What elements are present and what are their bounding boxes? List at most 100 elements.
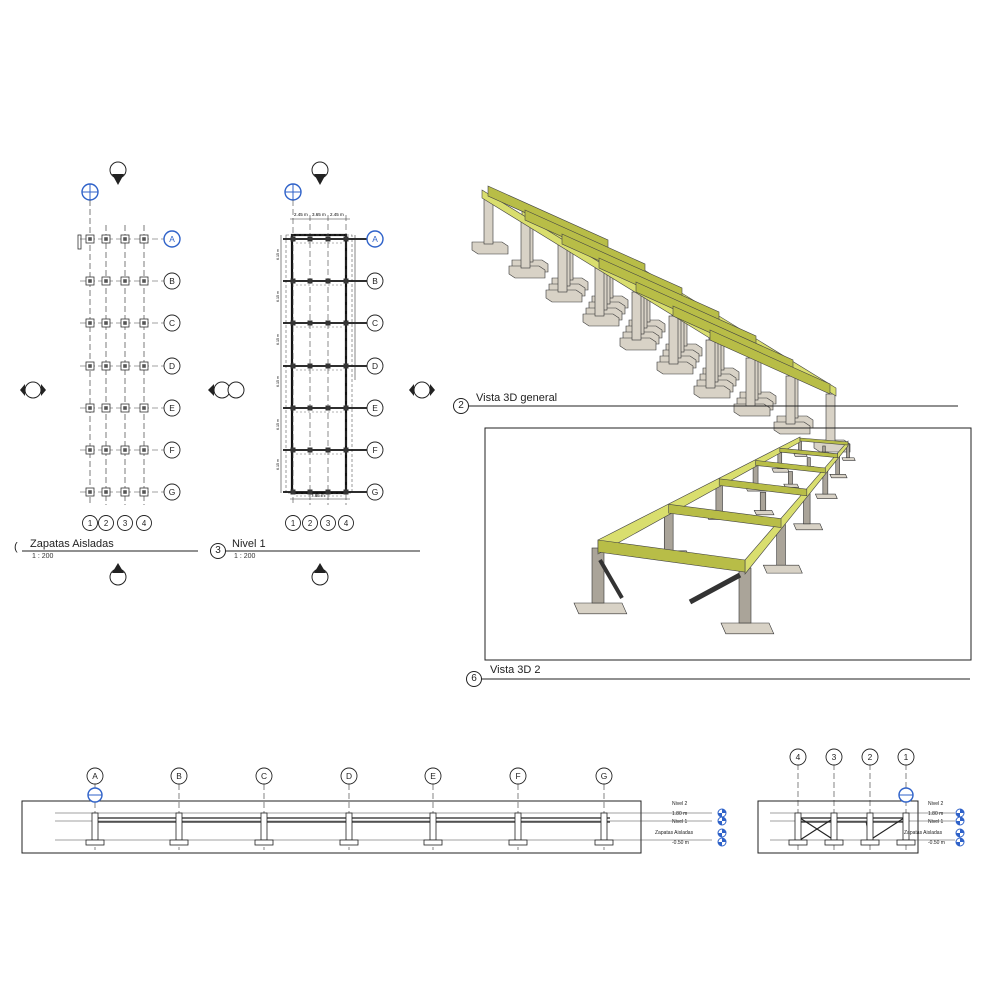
- footing-marker[interactable]: [139, 361, 149, 371]
- brace-3d[interactable]: [688, 572, 742, 605]
- footing-3d[interactable]: [619, 337, 657, 351]
- grid-bubble-b[interactable]: B: [366, 272, 384, 290]
- footing-marker[interactable]: [85, 487, 95, 497]
- column-elev[interactable]: [600, 812, 608, 841]
- footing-marker[interactable]: [120, 361, 130, 371]
- footing-elev[interactable]: [254, 839, 274, 846]
- cross-beam-3d[interactable]: [709, 329, 831, 395]
- footing-3d[interactable]: [733, 403, 771, 417]
- column-3d[interactable]: [594, 267, 605, 317]
- grid-bubble-elev-col-4[interactable]: 4: [789, 748, 807, 766]
- cross-beam-3d[interactable]: [755, 460, 826, 474]
- grid-bubble-elev-a[interactable]: A: [86, 767, 104, 785]
- column-3d[interactable]: [705, 339, 716, 389]
- grid-bubble-col-4[interactable]: 4: [338, 515, 354, 531]
- grid-bubble-e[interactable]: E: [163, 399, 181, 417]
- footing-marker[interactable]: [85, 361, 95, 371]
- grid-bubble-d[interactable]: D: [163, 357, 181, 375]
- column-elev[interactable]: [866, 812, 874, 841]
- column-elev[interactable]: [429, 812, 437, 841]
- grid-bubble-a[interactable]: A: [163, 230, 181, 248]
- elevation-marker-bottom[interactable]: [311, 563, 329, 586]
- grid-bubble-d[interactable]: D: [366, 357, 384, 375]
- grid-bubble-col-3[interactable]: 3: [117, 515, 133, 531]
- footing-elev[interactable]: [85, 839, 105, 846]
- column-3d[interactable]: [520, 219, 531, 269]
- grid-bubble-g[interactable]: G: [163, 483, 181, 501]
- column-elev[interactable]: [345, 812, 353, 841]
- grid-bubble-elev-c[interactable]: C: [255, 767, 273, 785]
- grid-bubble-a[interactable]: A: [366, 230, 384, 248]
- grid-bubble-col-2[interactable]: 2: [302, 515, 318, 531]
- level-head-icon[interactable]: [955, 837, 965, 847]
- footing-3d[interactable]: [814, 493, 838, 499]
- column-3d[interactable]: [759, 492, 767, 511]
- grid-bubble-col-2[interactable]: 2: [98, 515, 114, 531]
- column-3d[interactable]: [738, 567, 752, 624]
- grid-bubble-col-3[interactable]: 3: [320, 515, 336, 531]
- grid-bubble-b[interactable]: B: [163, 272, 181, 290]
- grid-bubble-c[interactable]: C: [366, 314, 384, 332]
- footing-elev[interactable]: [788, 839, 808, 846]
- column-3d[interactable]: [806, 457, 811, 467]
- footing-marker[interactable]: [101, 318, 111, 328]
- footing-3d[interactable]: [545, 289, 583, 303]
- footing-marker[interactable]: [120, 234, 130, 244]
- footing-marker[interactable]: [120, 318, 130, 328]
- selected-grid-tag-icon[interactable]: [87, 787, 103, 803]
- elevation-marker-right[interactable]: [409, 381, 435, 399]
- footing-marker[interactable]: [139, 403, 149, 413]
- column-marker[interactable]: [325, 489, 331, 495]
- footing-elev[interactable]: [339, 839, 359, 846]
- grid-bubble-elev-g[interactable]: G: [595, 767, 613, 785]
- grid-bubble-elev-col-2[interactable]: 2: [861, 748, 879, 766]
- elevation-marker-top[interactable]: [109, 161, 127, 185]
- cross-beam-3d[interactable]: [718, 478, 808, 497]
- grid-bubble-e[interactable]: E: [366, 399, 384, 417]
- column-marker[interactable]: [343, 489, 349, 495]
- grid-bubble-elev-f[interactable]: F: [509, 767, 527, 785]
- grid-bubble-elev-d[interactable]: D: [340, 767, 358, 785]
- selected-grid-tag-icon[interactable]: [81, 183, 99, 201]
- column-marker[interactable]: [343, 363, 349, 369]
- footing-3d[interactable]: [793, 523, 824, 531]
- column-elev[interactable]: [794, 812, 802, 841]
- footing-3d[interactable]: [508, 265, 546, 279]
- footing-3d[interactable]: [693, 385, 731, 399]
- footing-elev[interactable]: [824, 839, 844, 846]
- footing-elev[interactable]: [169, 839, 189, 846]
- footing-elev[interactable]: [896, 839, 916, 846]
- level-head-icon[interactable]: [955, 828, 965, 838]
- column-3d[interactable]: [631, 291, 642, 341]
- footing-marker[interactable]: [139, 318, 149, 328]
- column-marker[interactable]: [307, 489, 313, 495]
- 3d-view-2[interactable]: [468, 427, 972, 680]
- footing-marker[interactable]: [85, 403, 95, 413]
- column-3d[interactable]: [557, 243, 568, 293]
- grid-bubble-elev-b[interactable]: B: [170, 767, 188, 785]
- elevation-marker-pair[interactable]: [208, 381, 245, 399]
- cross-beam-3d[interactable]: [597, 539, 746, 573]
- footing-marker[interactable]: [139, 445, 149, 455]
- column-marker[interactable]: [325, 363, 331, 369]
- cross-beam-3d[interactable]: [799, 437, 849, 446]
- grid-bubble-col-1[interactable]: 1: [285, 515, 301, 531]
- footing-marker[interactable]: [120, 445, 130, 455]
- footing-elev[interactable]: [594, 839, 614, 846]
- column-3d[interactable]: [668, 315, 679, 365]
- grid-bubble-elev-col-3[interactable]: 3: [825, 748, 843, 766]
- column-3d[interactable]: [825, 393, 836, 443]
- grid-bubble-elev-col-1[interactable]: 1: [897, 748, 915, 766]
- level-head-icon[interactable]: [717, 816, 727, 826]
- column-elev[interactable]: [830, 812, 838, 841]
- selected-grid-tag-icon[interactable]: [898, 787, 914, 803]
- footing-3d[interactable]: [771, 468, 790, 473]
- footing-marker[interactable]: [101, 403, 111, 413]
- column-3d[interactable]: [591, 547, 605, 604]
- footing-marker[interactable]: [101, 276, 111, 286]
- footing-marker[interactable]: [85, 234, 95, 244]
- footing-marker[interactable]: [101, 234, 111, 244]
